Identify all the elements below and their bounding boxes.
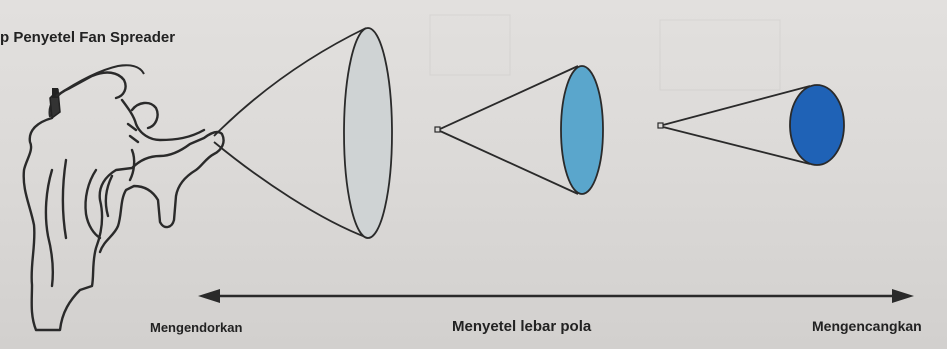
gun-body-outline [22, 116, 225, 332]
medium-spray-pattern [434, 65, 604, 195]
background-bleed [429, 14, 781, 91]
wide-cone-upper [213, 27, 367, 137]
gun-body-line [128, 148, 136, 182]
wide-pattern-ellipse [343, 27, 393, 239]
narrow-pattern-ellipse [789, 84, 845, 166]
gun-cap-line [120, 98, 206, 142]
gun-grip [44, 168, 54, 288]
medium-cone-lower [439, 130, 579, 195]
medium-cone-upper [439, 65, 579, 130]
narrow-cone-lower [662, 126, 811, 165]
medium-pattern-ellipse [560, 65, 604, 195]
gun-trigger-inner [104, 174, 114, 218]
fan-spreader-knob [49, 88, 61, 120]
adjust-width-label: Menyetel lebar pola [452, 318, 592, 335]
narrow-nozzle-mark [657, 122, 664, 129]
arrow-head-left [198, 289, 220, 303]
arrow-head-right [892, 289, 914, 303]
loosen-label: Mengendorkan [150, 320, 243, 335]
label-pointer-line [55, 64, 145, 97]
gun-trigger [84, 168, 102, 240]
gun-slot [126, 122, 140, 144]
gun-top-hook [48, 71, 127, 118]
gun-inner-loop [130, 101, 159, 130]
medium-nozzle-mark [434, 126, 441, 133]
fan-spreader-label: p Penyetel Fan Spreader [0, 29, 176, 46]
wide-cone-lower [213, 141, 369, 239]
narrow-spray-pattern [657, 84, 845, 166]
adjustment-arrow [198, 289, 914, 303]
gun-handle-inner [61, 158, 68, 240]
narrow-cone-upper [662, 85, 811, 126]
wide-spray-pattern [213, 27, 393, 239]
tighten-label: Mengencangkan [812, 318, 922, 334]
